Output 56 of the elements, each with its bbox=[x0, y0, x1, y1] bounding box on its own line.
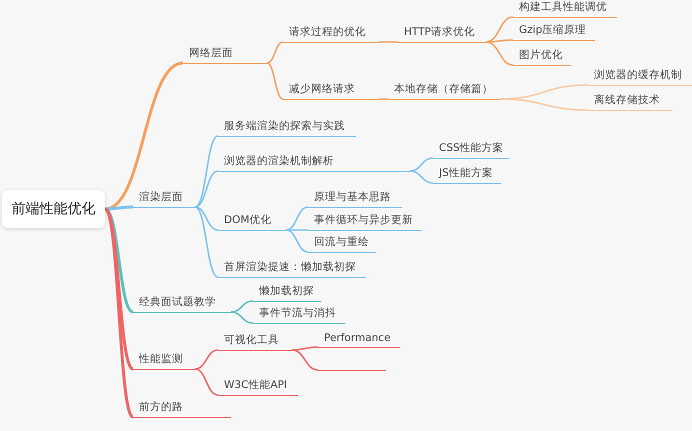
topic-label: JS性能方案 bbox=[433, 163, 501, 184]
topic-label: 本地存储（存储篇） bbox=[388, 79, 500, 100]
branch-connector bbox=[486, 16, 514, 43]
branch-connector bbox=[104, 206, 134, 210]
branch-connector bbox=[194, 135, 218, 208]
branch-connector bbox=[486, 39, 514, 43]
branch-connector bbox=[104, 208, 134, 314]
topic-label: DOM优化 bbox=[218, 210, 286, 231]
topic-label: 经典面试题教学 bbox=[133, 292, 231, 313]
topic-label: 回流与重绘 bbox=[308, 232, 376, 253]
branch-connector bbox=[286, 229, 308, 253]
branch-connector bbox=[500, 98, 588, 111]
branch-connector bbox=[292, 346, 318, 351]
branch-connector bbox=[194, 206, 218, 278]
topic-label: 网络层面 bbox=[183, 43, 267, 64]
branch-connector bbox=[379, 41, 398, 43]
topic-label: 可视化工具 bbox=[218, 330, 292, 351]
branch-connector bbox=[194, 368, 218, 396]
branch-connector bbox=[194, 349, 218, 370]
topic-label: Gzip压缩原理 bbox=[513, 20, 595, 41]
topic-label: CSS性能方案 bbox=[433, 138, 509, 159]
topic-label: 请求过程的优化 bbox=[283, 22, 379, 43]
topic-label: 浏览器的缓存机制 bbox=[588, 65, 692, 86]
topic-label: 图片优化 bbox=[513, 45, 571, 66]
topic-label: 懒加载初探 bbox=[253, 281, 321, 302]
topic-label: 离线存储技术 bbox=[588, 90, 672, 111]
branch-connector bbox=[230, 300, 254, 313]
topic-label: 事件循环与异步更新 bbox=[308, 210, 422, 231]
branch-connector bbox=[410, 170, 434, 184]
topic-label: 前方的路 bbox=[133, 397, 231, 418]
topic-label: 原理与基本思路 bbox=[308, 187, 402, 208]
branch-connector bbox=[194, 170, 218, 208]
branch-connector bbox=[266, 41, 284, 64]
branch-connector bbox=[230, 311, 254, 324]
topic-label: 渲染层面 bbox=[133, 187, 195, 208]
branch-connector bbox=[379, 98, 388, 100]
central-topic-box: 前端性能优化 bbox=[2, 190, 105, 228]
branch-connector bbox=[292, 349, 318, 371]
branch-connector bbox=[410, 157, 434, 172]
branch-connector bbox=[286, 229, 308, 231]
branch-connector bbox=[194, 206, 218, 231]
branch-connector bbox=[266, 62, 284, 100]
topic-label: 性能监测 bbox=[133, 349, 195, 370]
topic-label: W3C性能API bbox=[218, 375, 298, 396]
branch-connector bbox=[486, 41, 514, 66]
topic-label: 减少网络请求 bbox=[283, 79, 379, 100]
topic-label: 事件节流与消抖 bbox=[253, 303, 345, 324]
branch-connector bbox=[104, 208, 134, 418]
branch-connector bbox=[104, 62, 184, 210]
topic-label: 首屏渲染提速：懒加载初探 bbox=[218, 257, 366, 278]
topic-label: Performance bbox=[318, 327, 400, 348]
topic-label: 构建工具性能调优 bbox=[513, 0, 617, 18]
topic-label: 服务端渲染的探索与实践 bbox=[218, 116, 356, 137]
topic-label: 浏览器的渲染机制解析 bbox=[218, 151, 410, 172]
topic-label: HTTP请求优化 bbox=[398, 22, 486, 43]
branch-connector bbox=[286, 206, 308, 231]
